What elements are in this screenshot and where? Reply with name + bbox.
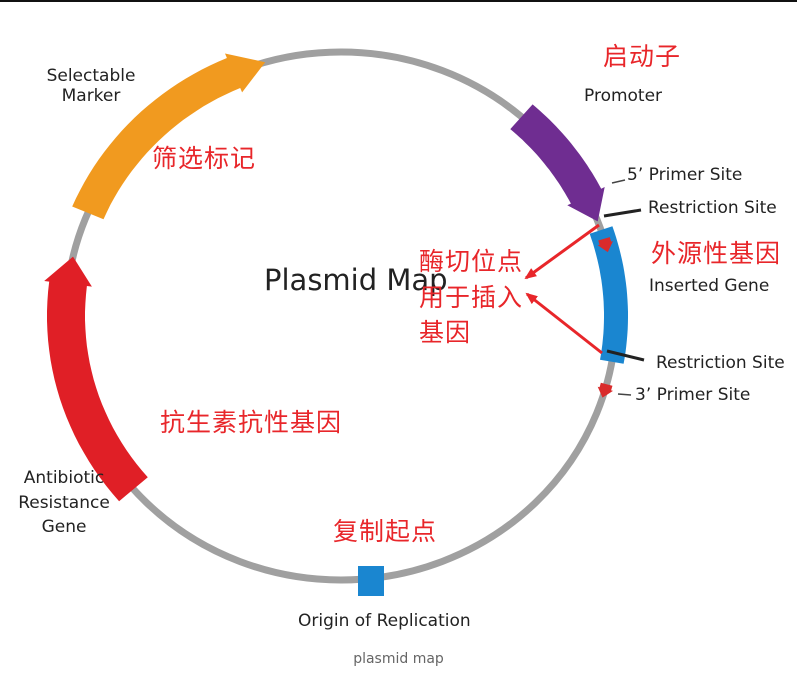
restriction-site-top-tick: [603, 208, 642, 218]
inserted-gene-label: Inserted Gene: [649, 276, 770, 296]
restriction-arrow-top: [524, 223, 600, 280]
promoter-cn: 启动子: [603, 42, 682, 71]
antibiotic-resistance-segment: [44, 256, 148, 502]
restriction-site-bottom-tick: [606, 349, 645, 362]
diagram-title: Plasmid Map: [264, 263, 448, 297]
primer-3-label: 3’ Primer Site: [635, 385, 751, 405]
promoter-label: Promoter: [584, 86, 663, 106]
restriction-note-line3: 基因: [419, 318, 472, 347]
primer-3-leader: [617, 393, 632, 396]
selectable-marker-label: Selectable Marker: [46, 66, 136, 107]
primer-5-leader: [611, 179, 626, 184]
selectable-marker-cn: 筛选标记: [152, 144, 257, 173]
figure-caption: plasmid map: [353, 651, 444, 667]
primer-3-marker: [597, 382, 613, 398]
antibiotic-resistance-label: Antibiotic Resistance Gene: [18, 468, 110, 538]
origin-cn: 复制起点: [333, 517, 438, 546]
primer-5-label: 5’ Primer Site: [627, 165, 743, 185]
promoter-segment: [510, 104, 605, 222]
inserted-gene-cn: 外源性基因: [651, 239, 782, 268]
antibiotic-resistance-cn: 抗生素抗性基因: [160, 408, 343, 437]
selectable-marker-segment: [72, 53, 266, 220]
top-divider: [0, 0, 797, 2]
restriction-note-line2: 用于插入: [419, 283, 524, 312]
primer-5-marker: [597, 237, 613, 253]
restriction-site-bottom-label: Restriction Site: [656, 353, 785, 373]
restriction-arrow-bottom: [525, 292, 603, 355]
restriction-note-line1: 酶切位点: [419, 247, 524, 276]
inserted-gene-segment: [589, 226, 628, 364]
restriction-site-top-label: Restriction Site: [648, 198, 777, 218]
origin-of-replication-box: [358, 566, 384, 596]
origin-of-replication-label: Origin of Replication: [298, 611, 471, 631]
